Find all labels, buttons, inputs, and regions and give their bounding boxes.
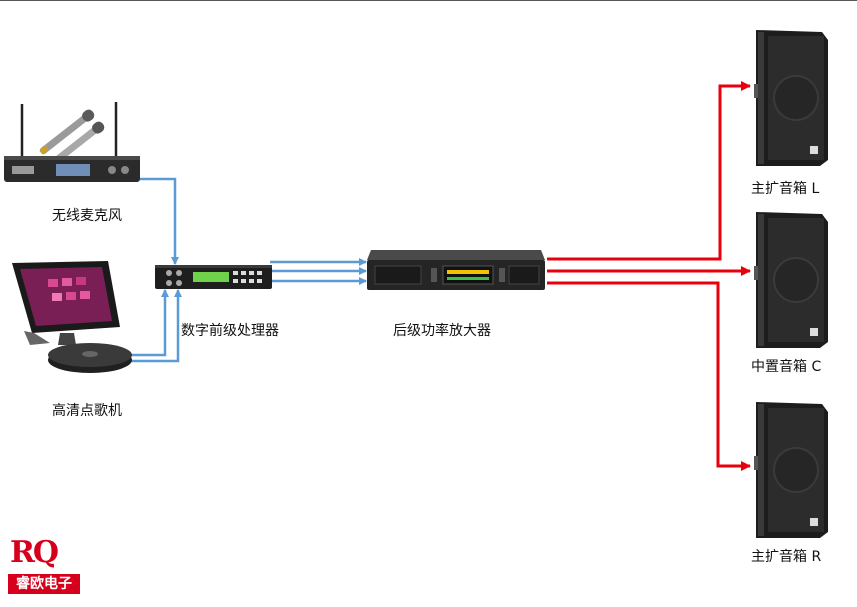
logo-text: 睿欧电子: [8, 574, 80, 594]
ktv-to-processor-wire-2: [130, 289, 182, 363]
amp-to-speaker-r-wire: [547, 281, 751, 471]
processor-label: 数字前级处理器: [181, 323, 279, 339]
speaker-c-label: 中置音箱 C: [751, 359, 822, 375]
ktv-to-processor-wire-1: [130, 289, 169, 357]
processor-icon: [155, 265, 272, 289]
amplifier-label: 后级功率放大器: [393, 323, 491, 339]
wireless-mic-icon: [4, 102, 140, 182]
top-border: [0, 0, 857, 1]
brand-logo: RQ 睿欧电子: [8, 536, 82, 598]
speaker-r-icon: [754, 402, 828, 538]
amplifier-icon: [367, 250, 545, 290]
mic-to-processor-wire: [140, 177, 179, 265]
speaker-r-label: 主扩音箱 R: [751, 549, 822, 565]
ktv-player-icon: [12, 261, 132, 373]
logo-mark: RQ: [10, 535, 59, 570]
speaker-c-icon: [754, 212, 828, 348]
ktv-label: 高清点歌机: [52, 403, 122, 419]
amp-to-speaker-l-wire: [547, 81, 751, 261]
speaker-l-icon: [754, 30, 828, 166]
mic-label: 无线麦克风: [52, 208, 122, 224]
speaker-l-label: 主扩音箱 L: [751, 181, 820, 197]
